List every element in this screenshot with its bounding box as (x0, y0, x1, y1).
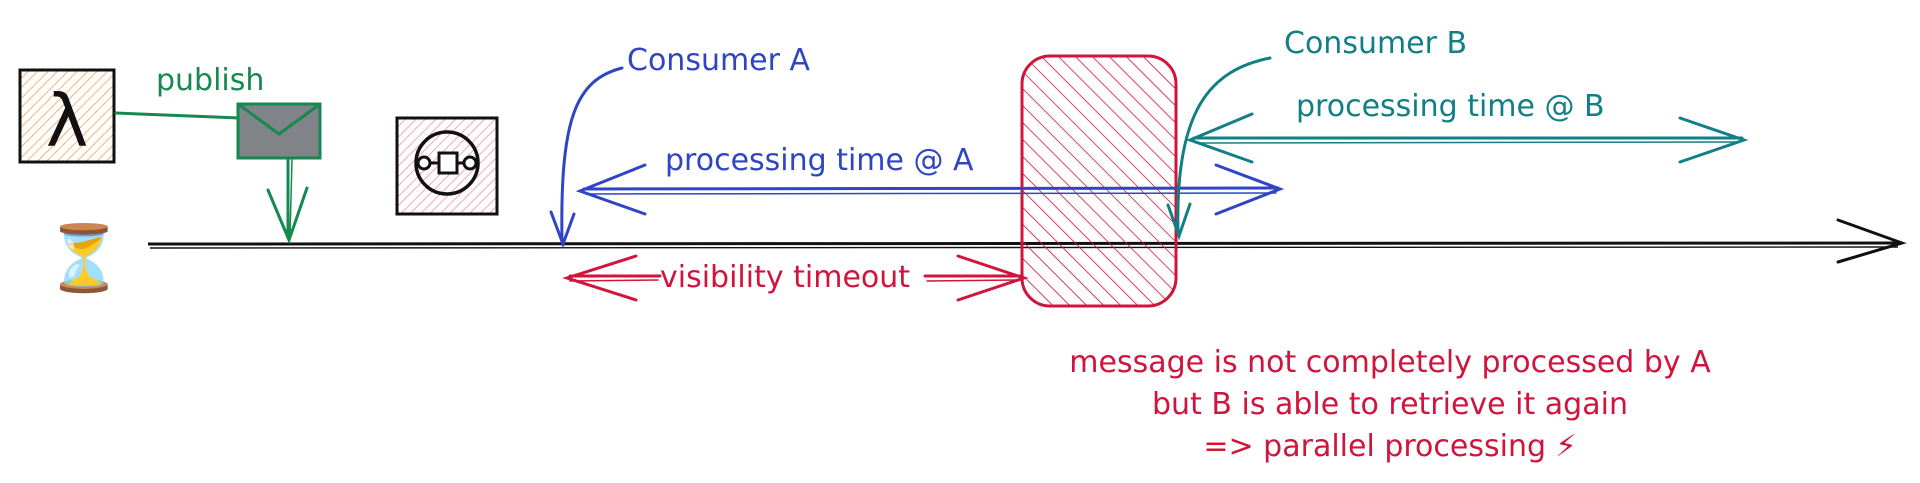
note-line-1: message is not completely processed by A (1069, 345, 1711, 380)
consumer-b-label: Consumer B (1284, 26, 1467, 61)
hourglass-icon: ⏳ (44, 222, 124, 296)
processing-b-arrow (1185, 112, 1749, 164)
lambda-symbol: λ (46, 79, 89, 163)
processing-b-label: processing time @ B (1296, 89, 1605, 124)
timeline-arrowhead (1836, 218, 1907, 264)
publish-label: publish (156, 63, 264, 98)
publish-flow (114, 111, 309, 245)
overlap-highlight (1020, 54, 1178, 308)
visibility-timeout-arrow (562, 254, 1029, 302)
consumer-a-pointer (549, 66, 624, 249)
sqs-queue-icon (395, 116, 499, 216)
message-envelope-icon (236, 102, 322, 160)
consumer-a-label: Consumer A (627, 43, 811, 78)
processing-a-arrow (575, 163, 1285, 216)
note-line-2: but B is able to retrieve it again (1152, 387, 1628, 422)
processing-a-label: processing time @ A (665, 143, 974, 178)
note-line-3: => parallel processing ⚡ (1203, 429, 1576, 464)
visibility-timeout-label: visibility timeout (660, 260, 910, 295)
explanation-note: message is not completely processed by A… (1069, 345, 1711, 464)
consumer-b-pointer (1166, 56, 1272, 241)
lambda-icon: λ (18, 68, 116, 164)
